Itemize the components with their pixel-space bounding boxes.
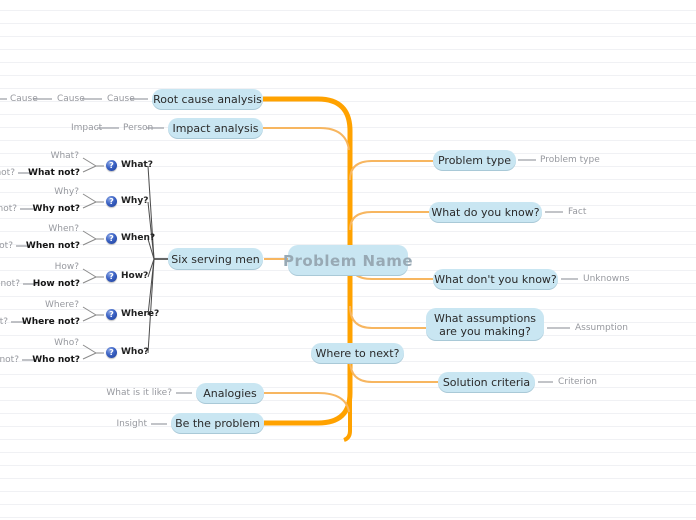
- chain-label-person[interactable]: Person: [123, 123, 154, 133]
- row-diag-down: [82, 201, 97, 209]
- row-node-label: Where?: [121, 309, 160, 319]
- row-not-label-where[interactable]: Where not?: [21, 317, 80, 327]
- row-node-label: How?: [121, 271, 149, 281]
- row-node-label: Who?: [121, 347, 149, 357]
- row-cut-label-where[interactable]: t?: [0, 317, 8, 327]
- row-node-label: Why?: [121, 196, 149, 206]
- node-impact-analysis[interactable]: Impact analysis: [168, 118, 263, 139]
- row-node-when[interactable]: ? When?: [106, 233, 155, 244]
- row-diag-up: [82, 344, 97, 354]
- row-diag-up: [82, 230, 97, 240]
- end-label-what-is-it-like[interactable]: What is it like?: [106, 388, 172, 398]
- row-cut-label-why[interactable]: y not?: [0, 204, 17, 214]
- criteria-branch-line: [349, 359, 438, 383]
- row-cut-label-how[interactable]: w not?: [0, 279, 20, 289]
- node-solution-criteria[interactable]: Solution criteria: [438, 372, 535, 393]
- row-alt-label-when[interactable]: When?: [48, 224, 79, 234]
- end-label-problem-type[interactable]: Problem type: [540, 155, 600, 165]
- fan-line-what: [147, 165, 155, 260]
- row-node-label: What?: [121, 160, 153, 170]
- row-diag-down: [82, 238, 97, 246]
- row-not-label-how[interactable]: How not?: [32, 279, 80, 289]
- row-diag-down: [82, 352, 97, 360]
- fan-line-when: [147, 238, 155, 260]
- question-icon: ?: [106, 196, 117, 207]
- end-label-assumption[interactable]: Assumption: [575, 323, 628, 333]
- chain-label-cause[interactable]: Cause: [10, 94, 38, 104]
- node-what-dont-you-know[interactable]: What don't you know?: [433, 269, 558, 290]
- row-alt-label-why[interactable]: Why?: [54, 187, 79, 197]
- analogies-branch-line: [264, 392, 350, 413]
- row-diag-up: [82, 157, 97, 167]
- end-label-insight[interactable]: Insight: [116, 419, 148, 429]
- node-where-to-next[interactable]: Where to next?: [311, 343, 404, 364]
- node-root-cause-analysis[interactable]: Root cause analysis: [152, 89, 263, 110]
- row-alt-label-how[interactable]: How?: [54, 262, 79, 272]
- node-what-do-you-know[interactable]: What do you know?: [429, 202, 542, 223]
- row-not-label-when[interactable]: When not?: [25, 241, 80, 251]
- row-not-label-what[interactable]: What not?: [28, 168, 80, 178]
- row-diag-down: [82, 276, 97, 284]
- row-node-what[interactable]: ? What?: [106, 160, 153, 171]
- row-node-how[interactable]: ? How?: [106, 271, 148, 282]
- question-icon: ?: [106, 160, 117, 171]
- row-diag-up: [82, 193, 97, 203]
- problem-type-branch-line: [349, 160, 433, 181]
- node-six-serving-men[interactable]: Six serving men: [168, 248, 263, 270]
- question-icon: ?: [106, 347, 117, 358]
- node-problem-type[interactable]: Problem type: [433, 150, 516, 171]
- assumptions-line1: What assumptions: [433, 311, 537, 325]
- fan-line-who: [147, 258, 155, 354]
- row-diag-up: [82, 268, 97, 278]
- row-node-where[interactable]: ? Where?: [106, 309, 159, 320]
- question-icon: ?: [106, 233, 117, 244]
- row-not-label-why[interactable]: Why not?: [32, 204, 80, 214]
- chain-label-impact[interactable]: Impact: [71, 123, 103, 133]
- node-what-assumptions[interactable]: What assumptions are you making?: [426, 308, 544, 341]
- row-alt-label-what[interactable]: What?: [50, 151, 79, 161]
- question-icon: ?: [106, 309, 117, 320]
- row-alt-label-where[interactable]: Where?: [45, 300, 79, 310]
- question-icon: ?: [106, 271, 117, 282]
- fan-line-how: [147, 258, 155, 278]
- end-label-unknowns[interactable]: Unknowns: [583, 274, 630, 284]
- end-label-fact[interactable]: Fact: [568, 207, 587, 217]
- row-node-label: When?: [121, 233, 156, 243]
- row-diag-down: [82, 165, 97, 173]
- node-analogies[interactable]: Analogies: [196, 383, 264, 404]
- row-alt-label-who[interactable]: Who?: [54, 338, 79, 348]
- row-cut-label-who[interactable]: o not?: [0, 355, 19, 365]
- assumptions-line2: are you making?: [439, 324, 531, 338]
- node-be-the-problem[interactable]: Be the problem: [171, 413, 264, 434]
- main-trunk-tail: [343, 397, 352, 442]
- assumptions-branch-line: [349, 305, 426, 329]
- impact-branch-line: [263, 127, 350, 151]
- fan-line-why: [147, 201, 155, 260]
- node-problem-name[interactable]: Problem Name: [283, 245, 413, 276]
- row-node-why[interactable]: ? Why?: [106, 196, 148, 207]
- row-cut-label-when[interactable]: not?: [0, 241, 13, 251]
- row-cut-label-what[interactable]: not?: [0, 168, 15, 178]
- row-not-label-who[interactable]: Who not?: [32, 355, 80, 365]
- row-node-who[interactable]: ? Who?: [106, 347, 149, 358]
- chain-label-cause[interactable]: Cause: [107, 94, 135, 104]
- end-label-criterion[interactable]: Criterion: [558, 377, 597, 387]
- row-diag-down: [82, 314, 97, 322]
- know-branch-line: [349, 211, 429, 231]
- chain-label-cause[interactable]: Cause: [57, 94, 85, 104]
- row-diag-up: [82, 306, 97, 316]
